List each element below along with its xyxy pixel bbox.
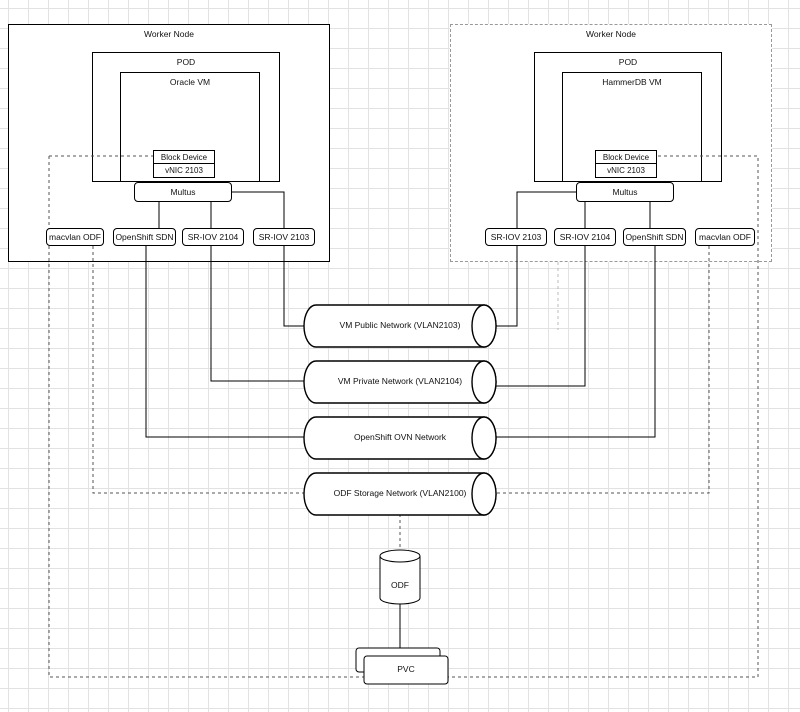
right-macvlan-odf[interactable]: macvlan ODF xyxy=(695,228,755,246)
network-odf-storage[interactable]: ODF Storage Network (VLAN2100) xyxy=(333,488,467,498)
network-vm-private[interactable]: VM Private Network (VLAN2104) xyxy=(337,376,463,386)
vnic-right[interactable]: vNIC 2103 xyxy=(595,163,657,178)
left-macvlan-odf[interactable]: macvlan ODF xyxy=(46,228,104,246)
left-sriov-2103[interactable]: SR-IOV 2103 xyxy=(253,228,315,246)
left-openshift-sdn[interactable]: OpenShift SDN xyxy=(113,228,176,246)
oracle-vm-title: Oracle VM xyxy=(169,77,211,87)
multus-right[interactable]: Multus xyxy=(576,182,674,202)
pod-left-title: POD xyxy=(176,57,196,67)
pvc-label[interactable]: PVC xyxy=(397,664,415,674)
worker-node-right-title: Worker Node xyxy=(586,29,636,39)
vnic-left[interactable]: vNIC 2103 xyxy=(153,163,215,178)
right-openshift-sdn[interactable]: OpenShift SDN xyxy=(623,228,686,246)
right-sriov-2103[interactable]: SR-IOV 2103 xyxy=(485,228,547,246)
network-openshift-ovn[interactable]: OpenShift OVN Network xyxy=(353,432,447,442)
multus-left[interactable]: Multus xyxy=(134,182,232,202)
pod-right-title: POD xyxy=(618,57,638,67)
right-sriov-2104[interactable]: SR-IOV 2104 xyxy=(554,228,616,246)
network-vm-public[interactable]: VM Public Network (VLAN2103) xyxy=(339,320,461,330)
left-sriov-2104[interactable]: SR-IOV 2104 xyxy=(182,228,244,246)
odf-storage-label[interactable]: ODF xyxy=(391,580,409,590)
hammerdb-vm-title: HammerDB VM xyxy=(602,77,662,87)
worker-node-left-title: Worker Node xyxy=(144,29,194,39)
